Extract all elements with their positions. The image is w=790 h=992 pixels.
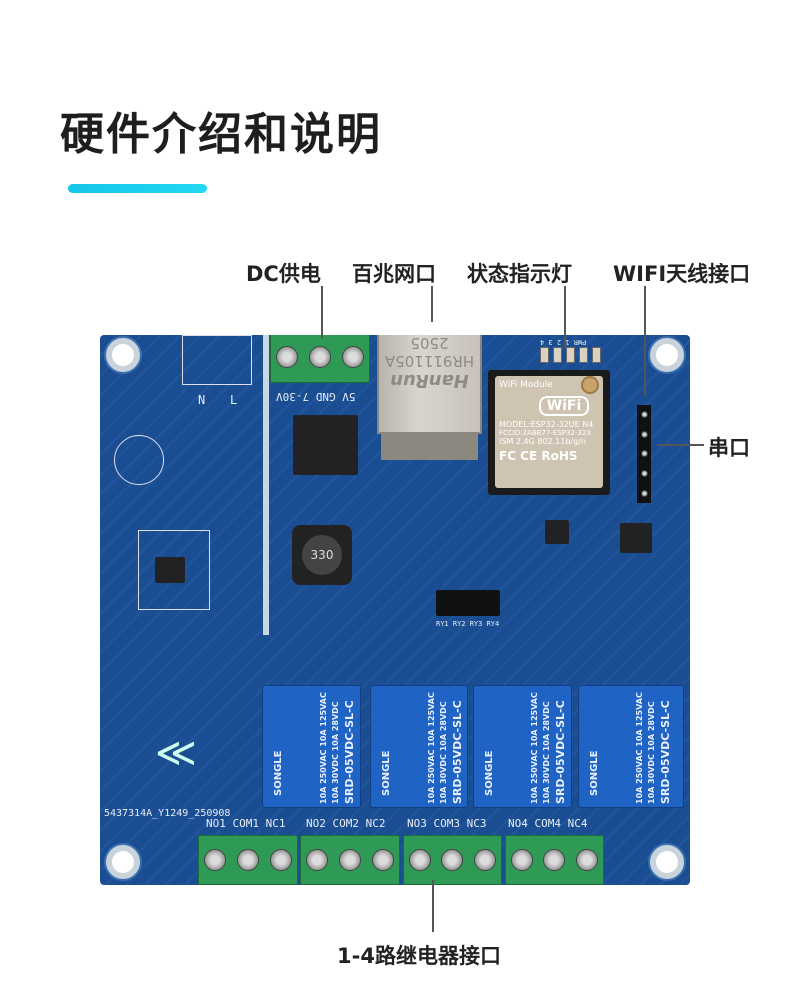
- jack-code: 2505: [410, 335, 449, 352]
- callout-dc-power: DC供电: [246, 262, 321, 286]
- relay-rating: 10A 30VDC 10A 28VDC: [647, 701, 656, 804]
- relay-4: SONGLE 10A 250VAC 10A 125VAC 10A 30VDC 1…: [578, 685, 684, 808]
- power-terminal-label: 5V GND 7-30V: [276, 390, 356, 403]
- jack-brand: HanRun: [390, 370, 469, 391]
- screw: [308, 345, 331, 368]
- serial-header[interactable]: [637, 405, 651, 503]
- power-terminal-block[interactable]: [270, 335, 370, 383]
- relay-part: SRD-05VDC-SL-C: [343, 700, 356, 804]
- relay-brand: SONGLE: [273, 750, 284, 796]
- jack-model: HR911105A: [384, 352, 475, 370]
- relay-terminal-1[interactable]: [198, 835, 298, 885]
- relay-brand: SONGLE: [484, 750, 495, 796]
- antenna-connector-icon[interactable]: [581, 376, 599, 394]
- pcb-board: N L ≪ 5437314A_Y1249_250908 5V GND 7-30V…: [100, 335, 690, 885]
- mount-hole: [650, 845, 684, 879]
- relay-terminal-3[interactable]: [403, 835, 502, 885]
- relay-rating: 10A 250VAC 10A 125VAC: [319, 692, 328, 804]
- inductor: 330: [292, 525, 352, 585]
- serial-number: 5437314A_Y1249_250908: [104, 808, 231, 819]
- leader-line: [431, 286, 433, 322]
- relay-rating: 10A 30VDC 10A 28VDC: [439, 701, 448, 804]
- callout-relay-terminals: 1-4路继电器接口: [337, 944, 501, 968]
- regulator-chip: [293, 415, 358, 475]
- terminal-4-labels: NO4 COM4 NC4: [508, 817, 588, 830]
- screw: [276, 345, 299, 368]
- leader-line: [432, 880, 434, 932]
- jack-base: [381, 434, 478, 460]
- ic-chip: [155, 557, 185, 583]
- relay-part: SRD-05VDC-SL-C: [554, 700, 567, 804]
- terminal-3-labels: NO3 COM3 NC3: [407, 817, 487, 830]
- wifi-logo: WiFi: [539, 396, 589, 416]
- module-name: WiFi Module: [499, 380, 553, 390]
- ac-label-l: L: [230, 393, 238, 407]
- callout-status-leds: 状态指示灯: [467, 262, 572, 286]
- screw: [341, 345, 364, 368]
- header-labels: RY1 RY2 RY3 RY4: [436, 620, 500, 628]
- relay-rating: 10A 250VAC 10A 125VAC: [427, 692, 436, 804]
- relay-rating: 10A 30VDC 10A 28VDC: [542, 701, 551, 804]
- terminal-1-labels: NO1 COM1 NC1: [206, 817, 286, 830]
- module-fccid: FCCID:2ABB77-ESP32-32X: [499, 429, 592, 437]
- relay-terminal-4[interactable]: [505, 835, 604, 885]
- relay-brand: SONGLE: [589, 750, 600, 796]
- relay-terminal-2[interactable]: [300, 835, 400, 885]
- relay-rating: 10A 250VAC 10A 125VAC: [530, 692, 539, 804]
- ac-input-outline: [182, 335, 252, 385]
- brand-logo: ≪: [155, 730, 197, 776]
- relay-part: SRD-05VDC-SL-C: [451, 700, 464, 804]
- isolation-slot: [263, 335, 269, 635]
- leader-line: [321, 286, 323, 338]
- capacitor-outline: [114, 435, 164, 485]
- ldo-chip: [620, 523, 652, 553]
- callout-serial: 串口: [708, 436, 750, 460]
- ethernet-jack[interactable]: HanRun HR911105A 2505: [377, 335, 482, 434]
- ic-outline: [138, 530, 210, 610]
- mount-hole: [106, 338, 140, 372]
- ac-label-n: N: [198, 393, 206, 407]
- module-ism: ISM 2.4G 802.11b/g/n: [499, 437, 586, 446]
- relay-rating: 10A 250VAC 10A 125VAC: [635, 692, 644, 804]
- leader-line: [658, 444, 704, 446]
- leader-line: [564, 286, 566, 348]
- relay-jumper-header[interactable]: [436, 590, 500, 616]
- leader-line: [644, 286, 646, 396]
- relay-3: SONGLE 10A 250VAC 10A 125VAC 10A 30VDC 1…: [473, 685, 572, 808]
- relay-rating: 10A 30VDC 10A 28VDC: [331, 701, 340, 804]
- module-certs: FC CE RoHS: [499, 449, 578, 463]
- relay-2: SONGLE 10A 250VAC 10A 125VAC 10A 30VDC 1…: [370, 685, 468, 808]
- mount-hole: [106, 845, 140, 879]
- module-model: MODEL:ESP32-32UE N4: [499, 420, 594, 429]
- page-title: 硬件介绍和说明: [60, 109, 382, 160]
- usb-chip: [545, 520, 569, 544]
- relay-part: SRD-05VDC-SL-C: [659, 700, 672, 804]
- inductor-value: 330: [302, 535, 342, 575]
- wifi-module: WiFi Module WiFi MODEL:ESP32-32UE N4 FCC…: [488, 370, 610, 495]
- mount-hole: [650, 338, 684, 372]
- title-underline: [68, 184, 207, 193]
- relay-1: SONGLE 10A 250VAC 10A 125VAC 10A 30VDC 1…: [262, 685, 361, 808]
- callout-wifi-antenna: WIFI天线接口: [613, 262, 751, 286]
- callout-ethernet: 百兆网口: [352, 262, 436, 286]
- relay-brand: SONGLE: [381, 750, 392, 796]
- terminal-2-labels: NO2 COM2 NC2: [306, 817, 386, 830]
- status-leds: [540, 347, 606, 365]
